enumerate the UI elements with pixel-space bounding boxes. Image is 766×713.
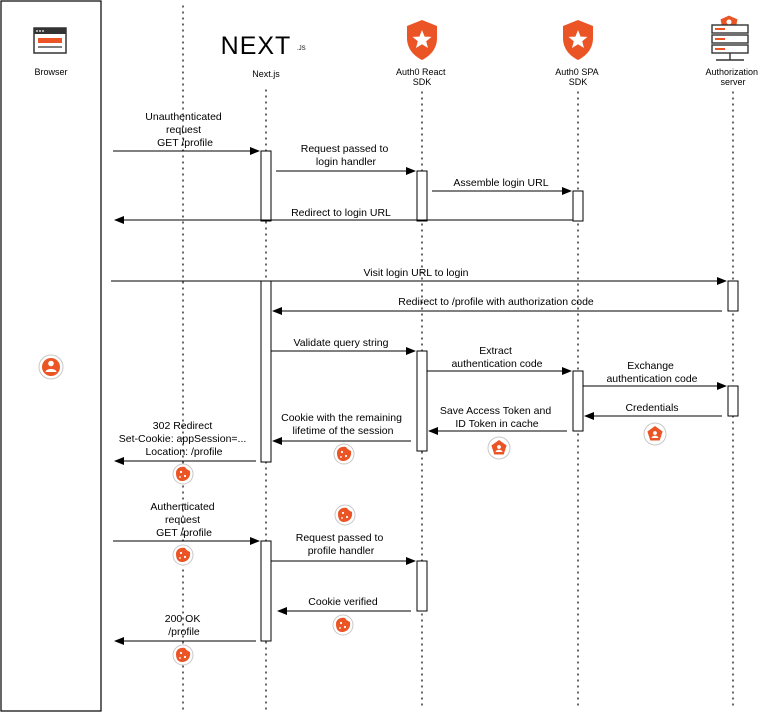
message-label: Unauthenticated request GET /profile bbox=[145, 111, 224, 149]
user-pentagon-icon bbox=[487, 436, 511, 460]
message-label: Request passed to profile handler bbox=[296, 532, 386, 557]
message-label: Cookie with the remaining lifetime of th… bbox=[281, 412, 405, 437]
message-label: Cookie verified bbox=[308, 596, 378, 608]
message-label: Save Access Token and ID Token in cache bbox=[440, 405, 554, 430]
user-pentagon-icon bbox=[643, 422, 667, 446]
activation-react-sdk bbox=[416, 350, 428, 452]
message-label: Validate query string bbox=[294, 337, 389, 349]
cookie-icon bbox=[172, 644, 194, 666]
server-stack-icon bbox=[711, 14, 749, 61]
participant-label-spa-sdk: Auth0 SPA SDK bbox=[555, 67, 600, 87]
cookie-icon bbox=[332, 614, 354, 636]
activation-react-sdk bbox=[416, 560, 428, 612]
message-label: 200 OK /profile bbox=[165, 613, 204, 638]
message-label: Extract authentication code bbox=[451, 345, 542, 370]
activation-react-sdk bbox=[416, 170, 428, 222]
message-label: Request passed to login handler bbox=[301, 143, 391, 168]
participant-label-nextjs: Next.js bbox=[252, 69, 280, 79]
activation-nextjs bbox=[260, 540, 272, 642]
svg-text:.JS: .JS bbox=[297, 46, 306, 52]
message-label: Visit login URL to login bbox=[363, 267, 468, 279]
participant-label-auth-server: Authorization server bbox=[705, 67, 760, 87]
auth0-shield-icon bbox=[407, 20, 437, 60]
browser-window-icon bbox=[33, 27, 67, 54]
activation-spa-sdk bbox=[572, 190, 584, 222]
cookie-icon bbox=[334, 504, 356, 526]
auth0-shield-icon bbox=[563, 20, 593, 60]
svg-text:NEXT: NEXT bbox=[221, 32, 292, 60]
user-badge-icon bbox=[38, 354, 64, 380]
activation-spa-sdk bbox=[572, 370, 584, 432]
participant-label-react-sdk: Auth0 React SDK bbox=[396, 67, 448, 87]
nextjs-logo: NEXT .JS bbox=[221, 32, 306, 60]
message-label: Exchange authentication code bbox=[606, 360, 697, 385]
activation-auth-server bbox=[727, 280, 739, 312]
participant-label-browser: Browser bbox=[34, 67, 67, 77]
message-label: Redirect to /profile with authorization … bbox=[398, 296, 594, 308]
message-label: Credentials bbox=[625, 402, 678, 414]
cookie-icon bbox=[172, 463, 194, 485]
cookie-icon bbox=[172, 544, 194, 566]
activation-nextjs bbox=[260, 150, 272, 222]
message-label: Redirect to login URL bbox=[291, 207, 391, 219]
activation-auth-server bbox=[727, 385, 739, 417]
message-label: 302 Redirect Set-Cookie: appSession=... … bbox=[119, 420, 249, 458]
activation-nextjs bbox=[260, 280, 272, 463]
message-label: Authenticated request GET /profile bbox=[150, 501, 217, 539]
cookie-icon bbox=[333, 443, 355, 465]
browser-column bbox=[0, 0, 102, 712]
message-label: Assemble login URL bbox=[453, 177, 548, 189]
